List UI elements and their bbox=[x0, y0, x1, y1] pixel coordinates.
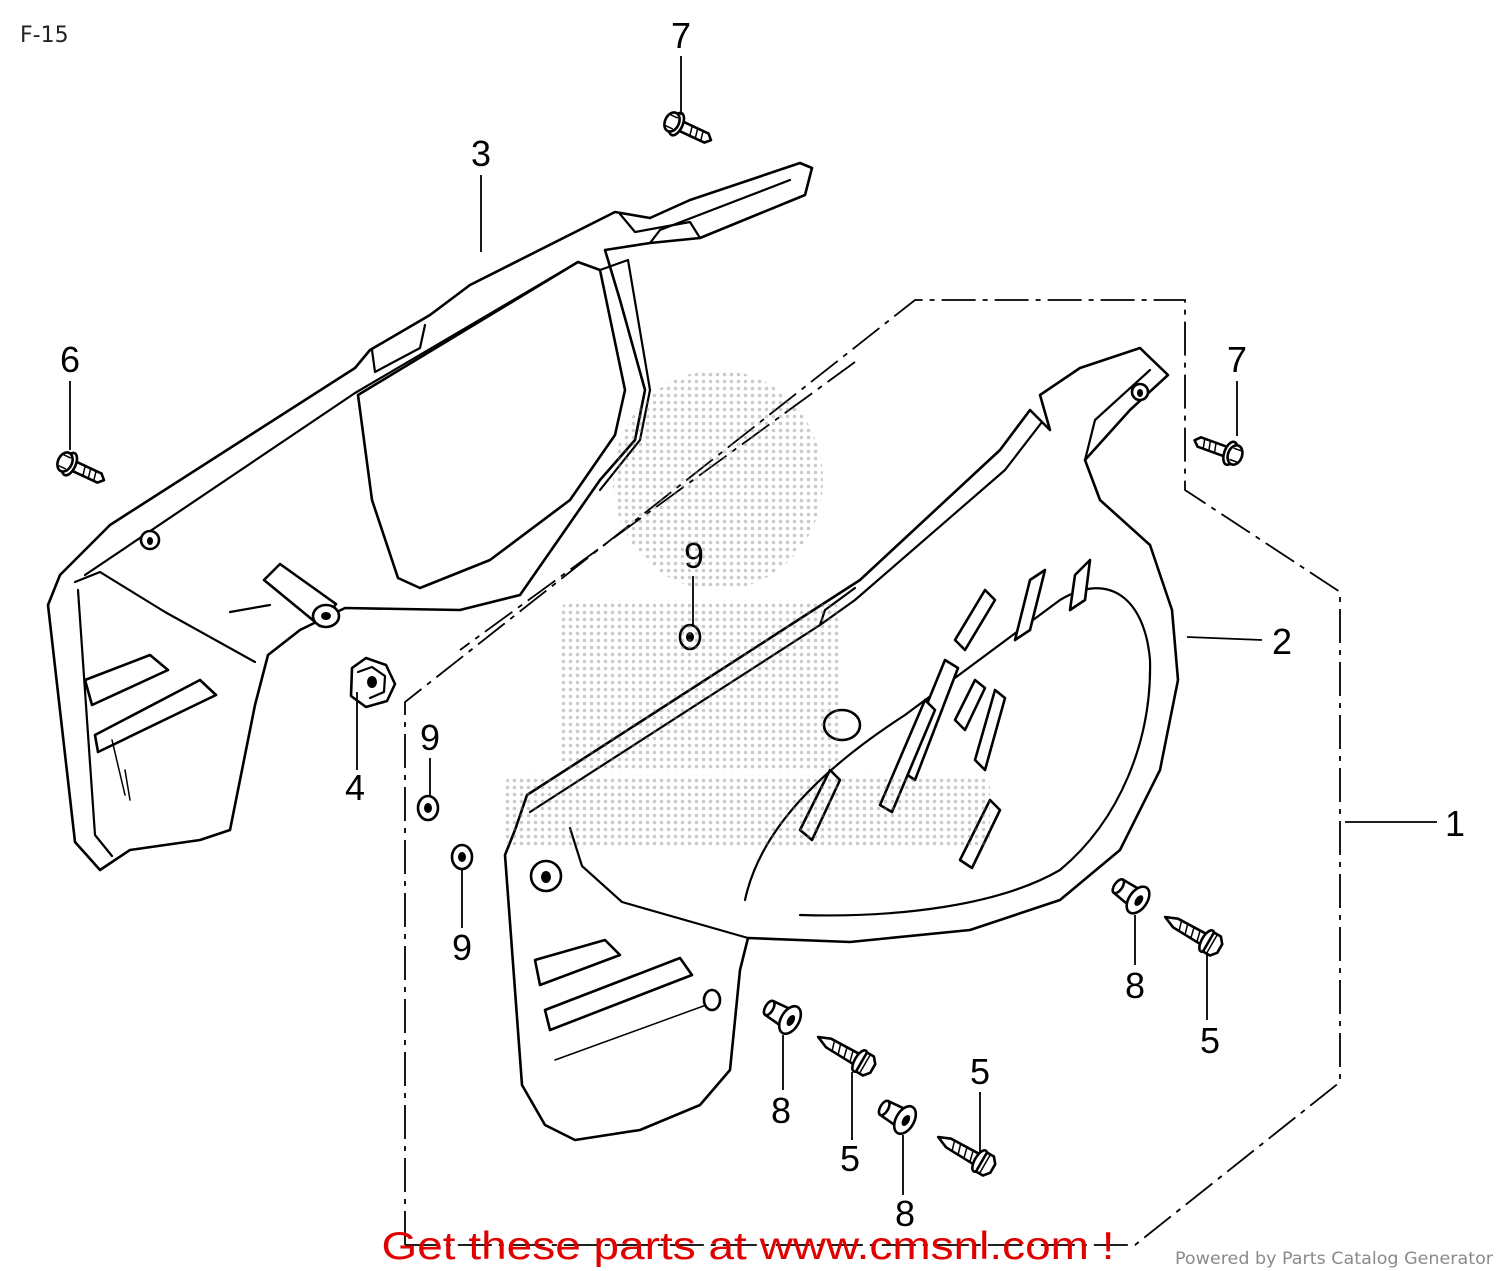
leader-line bbox=[1186, 636, 1263, 641]
callout-2: 2 bbox=[1272, 621, 1292, 662]
callout-3: 3 bbox=[471, 133, 491, 174]
callout-7-top: 7 bbox=[671, 15, 691, 56]
callout-8-middle: 8 bbox=[771, 1090, 791, 1131]
callout-5-middle: 5 bbox=[840, 1138, 860, 1179]
part-6-bolt bbox=[52, 446, 111, 493]
part-8-collar-right bbox=[1105, 870, 1156, 919]
part-4-grommet bbox=[349, 656, 397, 709]
cmsnl-promo-link: Get these parts at www.cmsnl.com ! bbox=[382, 1225, 1115, 1268]
leader-lines bbox=[69, 56, 1437, 1195]
callout-9-left: 9 bbox=[420, 717, 440, 758]
callout-9-lower: 9 bbox=[452, 927, 472, 968]
part-8-collar-bottom bbox=[871, 1091, 922, 1139]
diagram-title: F-15 bbox=[20, 23, 69, 48]
part-8-collar-middle bbox=[756, 991, 807, 1039]
part-3-upper-cover bbox=[46, 161, 814, 872]
callout-8-bottom: 8 bbox=[895, 1193, 915, 1234]
callout-8-right: 8 bbox=[1125, 965, 1145, 1006]
part-5-screw-right bbox=[1157, 905, 1228, 961]
callout-5-right: 5 bbox=[1200, 1020, 1220, 1061]
part-9-washer-left bbox=[416, 794, 440, 822]
part-7-bolt-top bbox=[659, 106, 718, 153]
part-5-screw-bottom bbox=[930, 1125, 1001, 1181]
part-9-washer-lower bbox=[450, 843, 474, 871]
powered-by-credit: Powered by Parts Catalog Generator bbox=[1175, 1249, 1493, 1269]
callout-5-bottom-right: 5 bbox=[970, 1051, 990, 1092]
callout-7-right: 7 bbox=[1227, 339, 1247, 380]
callouts: 7 3 6 7 9 2 9 4 1 9 8 5 5 8 5 8 bbox=[60, 15, 1465, 1234]
callout-6: 6 bbox=[60, 339, 80, 380]
callout-1: 1 bbox=[1445, 803, 1465, 844]
watermark-logo-icon bbox=[505, 370, 990, 847]
part-5-screw-middle bbox=[810, 1025, 881, 1081]
callout-4: 4 bbox=[345, 767, 365, 808]
